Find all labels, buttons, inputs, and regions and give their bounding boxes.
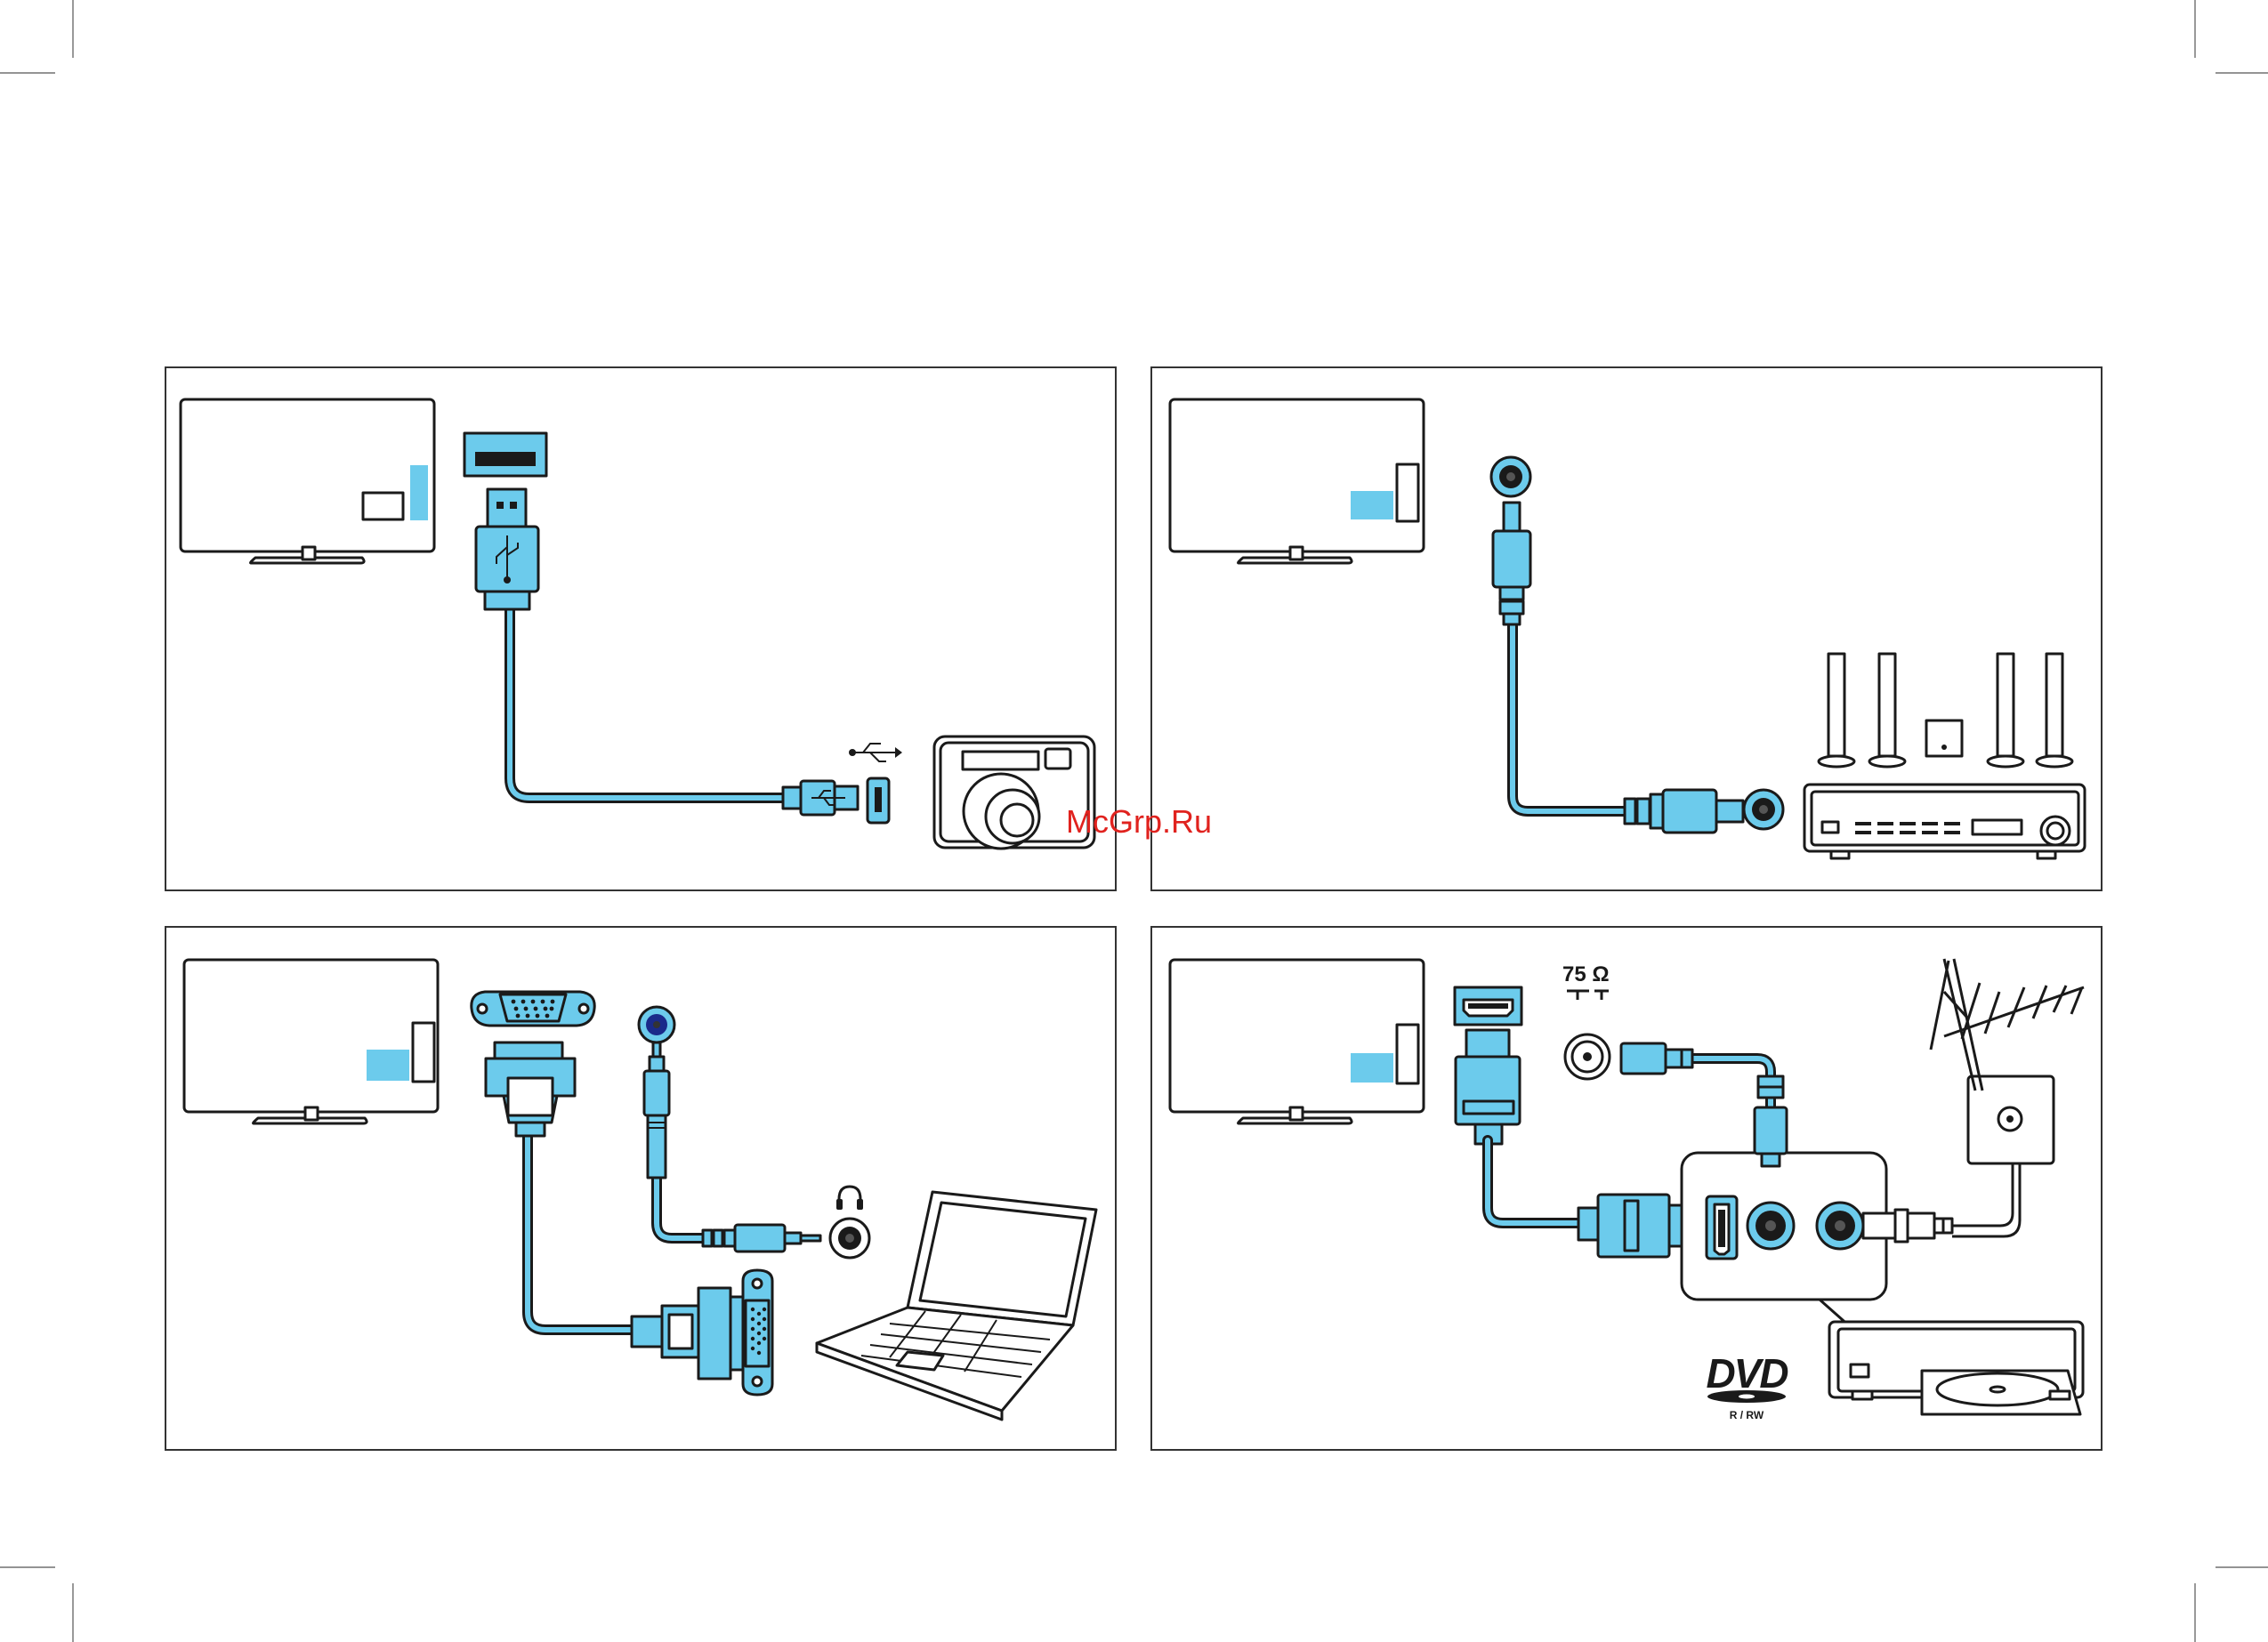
tv-icon [1170,399,1424,563]
hdmi-port-icon [1455,987,1521,1025]
dvd-logo-text: DVD [1706,1350,1788,1397]
audio-plug-horizontal-icon [703,1225,820,1252]
audio-jack-laptop-icon [830,1219,869,1258]
panel-pc [165,927,1116,1450]
rca-plug-horizontal-icon [1625,790,1743,833]
tv-icon [184,960,438,1123]
usb-plug-icon [476,489,538,609]
impedance-symbol-icon: 75 Ω [1562,962,1610,1000]
mini-usb-plug-icon [783,781,858,815]
tv-icon [181,399,434,563]
panel-audio [1151,367,2102,890]
hdmi-plug-icon [1456,1030,1520,1144]
antenna-icon [1931,959,2084,1091]
panel-usb [165,367,1116,890]
headphones-icon [836,1187,863,1210]
rca-plug-icon [1493,503,1530,624]
rca-jack-receiver-icon [1744,790,1783,829]
vga-plug-icon [486,1042,575,1136]
mini-usb-port-icon [868,778,889,823]
vga-port-laptop-icon [743,1270,772,1395]
speakers-icon [1819,654,2072,767]
usb-port-icon [464,433,546,476]
receiver-icon [1804,785,2085,858]
audio-jack-icon [639,1007,674,1042]
dvd-recorder-panel-icon [1682,1153,1886,1300]
tv-icon [1170,960,1424,1123]
rca-jack-icon [1491,457,1530,496]
coax-plug-panel-icon [1863,1210,1952,1242]
dvd-recorder-icon [1829,1322,2083,1414]
dvd-logo-subtext: R / RW [1730,1409,1764,1421]
coax-jack-icon [1565,1034,1610,1079]
panel-antenna: 75 Ω [1151,927,2102,1450]
audio-plug-icon [644,1042,669,1178]
dvd-logo-icon: DVD R / RW [1706,1350,1788,1421]
hdmi-plug-horizontal-icon [1578,1195,1682,1257]
impedance-label: 75 Ω [1562,962,1610,986]
watermark-text: McGrp.Ru [1066,803,1212,840]
usb-symbol-icon [849,744,902,761]
vga-plug-horizontal-icon [632,1288,745,1379]
vga-port-icon [472,992,594,1026]
